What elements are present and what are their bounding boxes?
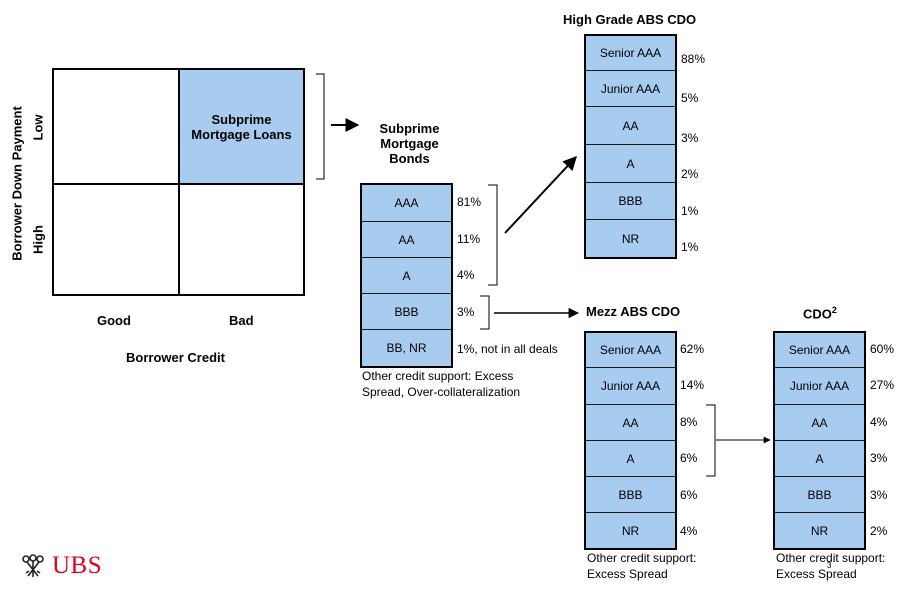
bonds-pct-aaa: 81%	[457, 195, 482, 209]
bonds-tranche-bbb: BBB	[362, 294, 451, 330]
bonds-title-line1: Subprime	[379, 121, 440, 136]
hg-pct-a: 2%	[681, 167, 699, 181]
col-label-good: Good	[97, 313, 131, 328]
bonds-tranche-a: A	[362, 258, 451, 294]
ubs-logo-text: UBS	[52, 552, 103, 579]
cdo2-pct-nr: 2%	[870, 524, 888, 538]
bonds-senior-bracket	[488, 184, 498, 286]
highlight-line2: Mortgage Loans	[191, 126, 292, 142]
cdo2-note-line2: Excess Spread	[776, 567, 857, 581]
cdo2-note-line1: Other credit support:	[776, 551, 886, 565]
mezz-pct-nr: 4%	[680, 524, 698, 538]
mezz-tranche-nr: NR	[621, 523, 640, 538]
high-grade-stack: Senior AAA Junior AAA AA A BBB NR	[584, 34, 677, 259]
mezz-pct-a: 6%	[680, 451, 698, 465]
mezz-tranche-bbb: BBB	[586, 477, 675, 513]
mezz-tranche-junior-aaa: Junior AAA	[586, 368, 675, 405]
bonds-title: Subprime Mortgage Bonds	[362, 121, 457, 166]
bonds-stack: AAA AA A BBB BB, NR	[360, 183, 453, 368]
ubs-logo: UBS	[18, 552, 102, 580]
hg-tranche-aa: AA	[586, 107, 675, 145]
mezz-title: Mezz ABS CDO	[586, 304, 681, 319]
mezz-note-line2: Excess Spread	[587, 567, 668, 581]
bonds-tranche-aa: AA	[362, 222, 451, 258]
mezz-tranche-senior-aaa: Senior AAA	[586, 333, 675, 368]
cdo2-pct-senior-aaa: 60%	[870, 342, 895, 356]
cdo2-pct-bbb: 3%	[870, 488, 888, 502]
mezz-bracket	[706, 404, 716, 477]
bonds-tranche-aaa: AAA	[362, 185, 451, 222]
mezz-note: Other credit support: Excess Spread	[587, 550, 696, 582]
bonds-title-line2: Mortgage	[380, 136, 439, 151]
col-label-bad: Bad	[229, 313, 254, 328]
cdo2-tranche-senior-aaa: Senior AAA	[775, 333, 864, 368]
bonds-title-line3: Bonds	[389, 151, 430, 166]
hg-pct-senior-aaa: 88%	[681, 52, 706, 66]
cdo2-tranche-aa: AA	[775, 405, 864, 441]
hg-pct-junior-aaa: 5%	[681, 91, 699, 105]
risk-matrix: Subprime Mortgage Loans	[52, 68, 305, 296]
mezz-note-line1: Other credit support:	[587, 551, 697, 565]
mezz-pct-aa: 8%	[680, 415, 698, 429]
mezz-pct-junior-aaa: 14%	[680, 378, 705, 392]
highlight-line1: Subprime	[211, 111, 272, 127]
high-grade-title: High Grade ABS CDO	[563, 12, 697, 27]
mezz-tranche-a: A	[586, 441, 675, 477]
cdo2-title: CDO2	[803, 305, 837, 321]
mezz-stack: Senior AAA Junior AAA AA A BBB NR	[584, 331, 677, 550]
cdo2-tranche-nr: NR	[810, 523, 829, 538]
hg-tranche-senior-aaa: Senior AAA	[586, 36, 675, 71]
bonds-pct-bbb: 3%	[457, 305, 475, 319]
cdo2-title-sup: 2	[831, 305, 837, 315]
bonds-tranche-bbnr: BB, NR	[386, 341, 427, 355]
bonds-note-line2: Spread, Over-collateralization	[362, 385, 521, 399]
bonds-note-line1: Other credit support: Excess	[362, 369, 514, 383]
cdo2-tranche-a: A	[775, 441, 864, 477]
cdo2-note: Other credit support: Excess Spread	[776, 550, 885, 582]
cdo2-stack: Senior AAA Junior AAA AA A BBB NR	[773, 331, 866, 550]
bonds-note: Other credit support: Excess Spread, Ove…	[362, 368, 520, 400]
cdo2-title-text: CDO	[803, 306, 832, 322]
hg-tranche-bbb: BBB	[586, 183, 675, 220]
loans-bracket	[316, 73, 325, 180]
bonds-pct-a: 4%	[457, 268, 475, 282]
cdo2-tranche-junior-aaa: Junior AAA	[775, 368, 864, 405]
bonds-pct-aa: 11%	[457, 232, 481, 246]
x-axis-label: Borrower Credit	[126, 350, 225, 365]
cdo2-pct-aa: 4%	[870, 415, 888, 429]
matrix-cell-bad-high	[178, 183, 305, 296]
mezz-pct-senior-aaa: 62%	[680, 342, 705, 356]
page-number: 3	[827, 561, 832, 570]
ubs-keys-icon	[22, 554, 44, 577]
mezz-pct-bbb: 6%	[680, 488, 698, 502]
bonds-pct-bbnr: 1%, not in all deals	[457, 342, 558, 356]
cdo2-pct-a: 3%	[870, 451, 888, 465]
hg-tranche-nr: NR	[621, 231, 640, 246]
cdo2-tranche-bbb: BBB	[775, 477, 864, 513]
cdo2-pct-junior-aaa: 27%	[870, 378, 895, 392]
hg-tranche-junior-aaa: Junior AAA	[586, 71, 675, 107]
hg-pct-nr: 1%	[681, 240, 699, 254]
mezz-tranche-aa: AA	[586, 405, 675, 441]
hg-pct-bbb: 1%	[681, 204, 699, 218]
bonds-bbb-bracket	[480, 295, 490, 330]
hg-pct-aa: 3%	[681, 131, 699, 145]
hg-tranche-a: A	[586, 145, 675, 183]
arrow-bonds-to-high-grade	[504, 155, 577, 234]
